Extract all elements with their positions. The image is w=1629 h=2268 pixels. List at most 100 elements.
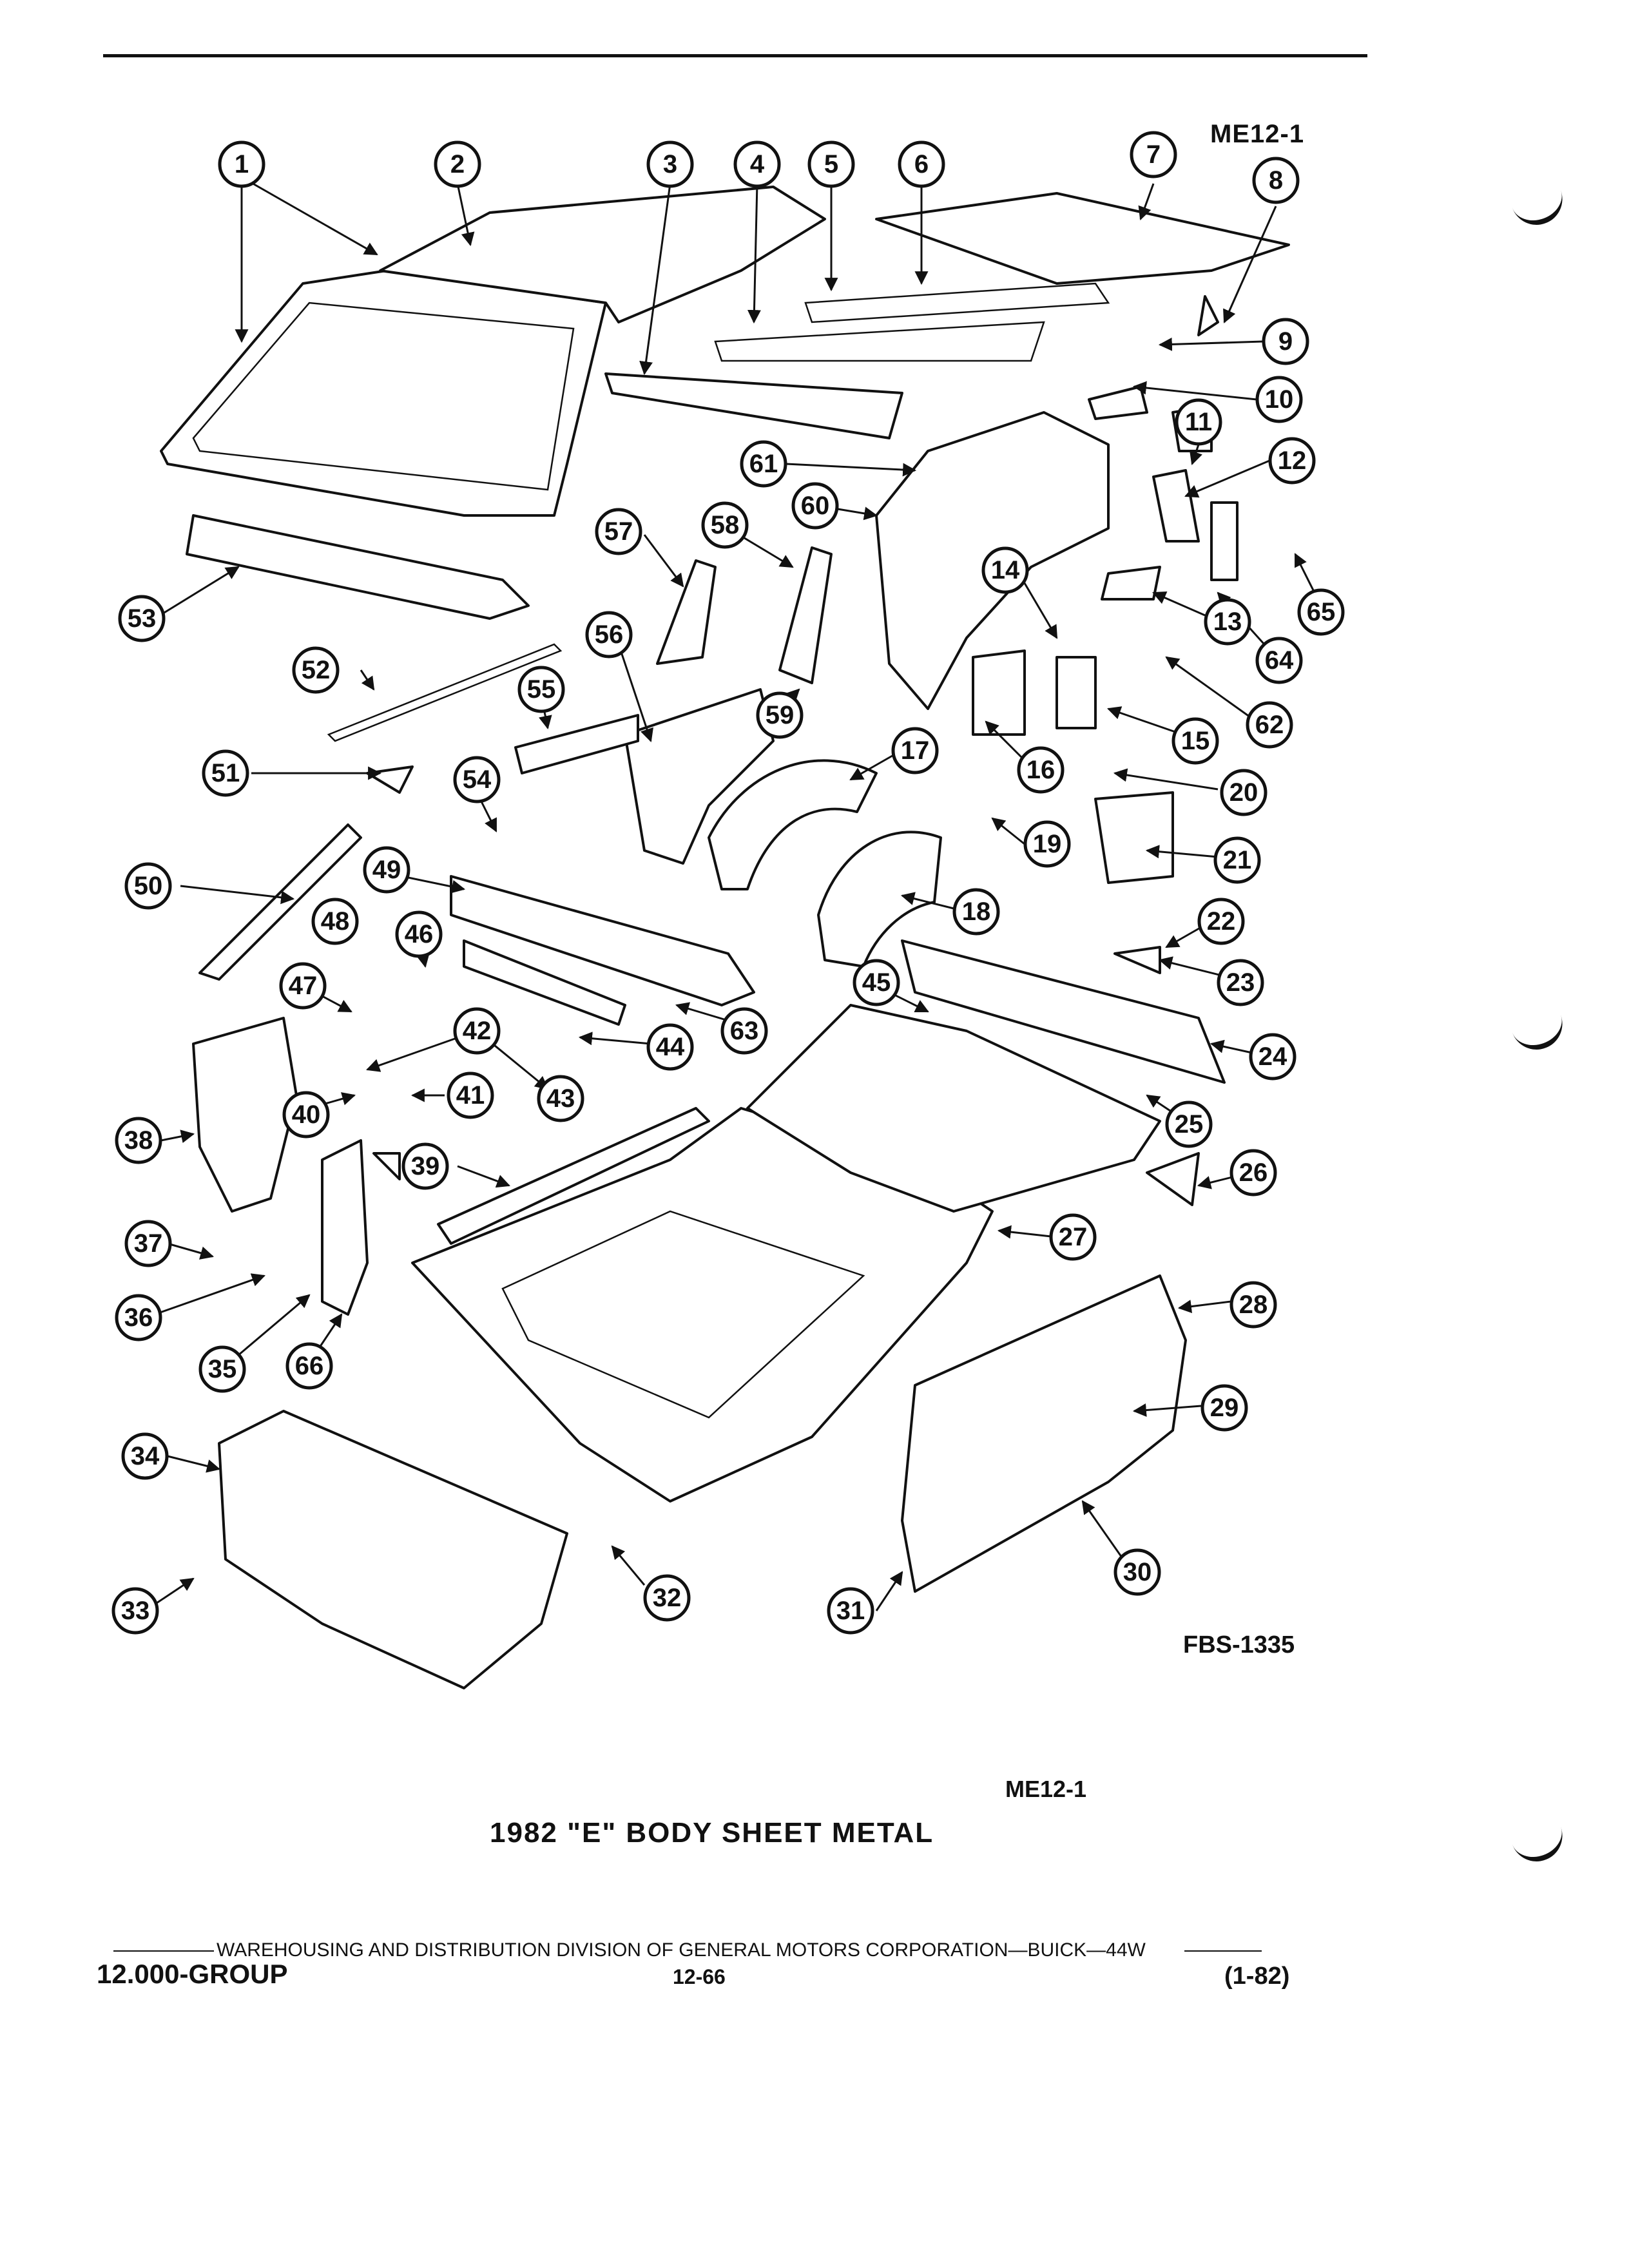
callout-12: 12 <box>1268 437 1316 485</box>
svg-text:10: 10 <box>1265 385 1294 414</box>
callout-37: 37 <box>124 1220 172 1267</box>
svg-text:57: 57 <box>604 517 633 546</box>
exploded-parts-diagram: 1 2 3 4 5 6 7 8 9 10 11 12 13 14 15 16 1… <box>111 131 1345 1689</box>
svg-text:53: 53 <box>128 604 157 633</box>
figure-title: 1982 "E" BODY SHEET METAL <box>490 1817 934 1849</box>
binder-hole-mark <box>1510 1821 1570 1869</box>
footer-publisher-line: WAREHOUSING AND DISTRIBUTION DIVISION OF… <box>113 1939 1262 1961</box>
cowl-panel <box>186 514 530 620</box>
svg-text:25: 25 <box>1175 1110 1204 1139</box>
footer-rule-left <box>113 1950 214 1952</box>
callout-66: 66 <box>285 1342 333 1390</box>
floor-pan <box>411 1107 994 1503</box>
callout-6: 6 <box>898 140 945 188</box>
callout-4: 4 <box>733 140 781 188</box>
callout-48: 48 <box>311 898 359 945</box>
svg-text:35: 35 <box>208 1355 237 1383</box>
callout-35: 35 <box>198 1345 246 1393</box>
svg-text:28: 28 <box>1239 1291 1268 1319</box>
svg-text:27: 27 <box>1059 1223 1088 1251</box>
svg-text:9: 9 <box>1278 327 1293 356</box>
callout-32: 32 <box>643 1574 691 1622</box>
callout-42: 42 <box>453 1007 501 1055</box>
svg-text:4: 4 <box>750 150 765 178</box>
svg-text:66: 66 <box>295 1352 324 1380</box>
hinge-pillar <box>321 1139 369 1316</box>
callout-43: 43 <box>537 1075 584 1122</box>
svg-text:34: 34 <box>131 1442 160 1470</box>
cowl-vent-grille <box>327 643 563 742</box>
svg-text:31: 31 <box>836 1597 865 1625</box>
callout-34: 34 <box>121 1432 169 1480</box>
callout-63: 63 <box>720 1007 768 1055</box>
callout-20: 20 <box>1220 769 1268 816</box>
quarter-inner-panel <box>624 688 775 865</box>
callout-29: 29 <box>1200 1384 1248 1432</box>
svg-text:60: 60 <box>801 492 830 520</box>
wheelhouse-outer <box>817 831 942 968</box>
svg-text:49: 49 <box>372 856 401 884</box>
svg-text:55: 55 <box>527 675 556 704</box>
callouts: 1 2 3 4 5 6 7 8 9 10 11 12 13 14 15 16 1… <box>111 131 1345 1635</box>
svg-text:47: 47 <box>289 972 318 1000</box>
svg-text:51: 51 <box>211 759 240 787</box>
footer-publisher: WAREHOUSING AND DISTRIBUTION DIVISION OF… <box>217 1939 1146 1961</box>
callout-25: 25 <box>1165 1100 1213 1148</box>
figure-id: FBS-1335 <box>1183 1631 1295 1658</box>
svg-text:8: 8 <box>1269 166 1283 195</box>
callout-24: 24 <box>1249 1033 1296 1081</box>
callout-39: 39 <box>401 1142 449 1190</box>
callout-16: 16 <box>1017 746 1065 794</box>
callout-10: 10 <box>1255 376 1303 423</box>
callout-11: 11 <box>1175 398 1222 446</box>
svg-text:44: 44 <box>656 1033 685 1061</box>
door-panel <box>901 1274 1187 1593</box>
rocker-panel <box>437 1107 710 1245</box>
callout-62: 62 <box>1246 701 1293 749</box>
svg-text:26: 26 <box>1239 1158 1268 1187</box>
callout-33: 33 <box>111 1587 159 1635</box>
callout-41: 41 <box>447 1072 494 1119</box>
svg-text:56: 56 <box>595 620 624 649</box>
callout-60: 60 <box>791 482 839 530</box>
top-rule <box>103 54 1367 57</box>
svg-text:36: 36 <box>124 1303 153 1332</box>
callout-44: 44 <box>646 1023 694 1071</box>
dash-panel <box>218 1410 568 1689</box>
cowl-side-panel <box>192 1017 298 1213</box>
svg-text:1: 1 <box>235 150 249 178</box>
svg-text:14: 14 <box>991 556 1020 584</box>
windshield-frame <box>160 269 607 517</box>
footer-date: (1-82) <box>1224 1963 1290 1990</box>
svg-text:39: 39 <box>411 1152 440 1180</box>
svg-text:7: 7 <box>1146 140 1161 169</box>
callout-8: 8 <box>1252 157 1300 204</box>
svg-text:54: 54 <box>463 765 492 794</box>
callout-65: 65 <box>1297 588 1345 636</box>
svg-text:43: 43 <box>546 1084 575 1113</box>
roof-rail <box>778 546 833 684</box>
callout-51: 51 <box>202 749 249 797</box>
callout-9: 9 <box>1262 318 1309 365</box>
dash-upper-panel <box>450 875 755 1006</box>
callout-2: 2 <box>434 140 481 188</box>
svg-text:29: 29 <box>1210 1394 1239 1422</box>
svg-text:48: 48 <box>321 907 350 936</box>
svg-text:32: 32 <box>653 1584 682 1612</box>
callout-52: 52 <box>292 646 340 694</box>
callout-56: 56 <box>585 611 633 658</box>
callout-61: 61 <box>740 440 787 488</box>
roof-panel <box>379 186 826 323</box>
svg-text:22: 22 <box>1207 907 1236 936</box>
footer-group: 12.000-GROUP <box>97 1959 288 1989</box>
svg-text:46: 46 <box>405 920 434 948</box>
svg-text:5: 5 <box>824 150 838 178</box>
rear-panel <box>901 939 1226 1084</box>
callout-19: 19 <box>1023 820 1071 868</box>
svg-text:33: 33 <box>121 1597 150 1625</box>
svg-text:38: 38 <box>124 1126 153 1155</box>
callout-53: 53 <box>118 595 166 642</box>
svg-text:21: 21 <box>1223 846 1252 874</box>
callout-3: 3 <box>646 140 694 188</box>
svg-text:16: 16 <box>1027 756 1055 784</box>
